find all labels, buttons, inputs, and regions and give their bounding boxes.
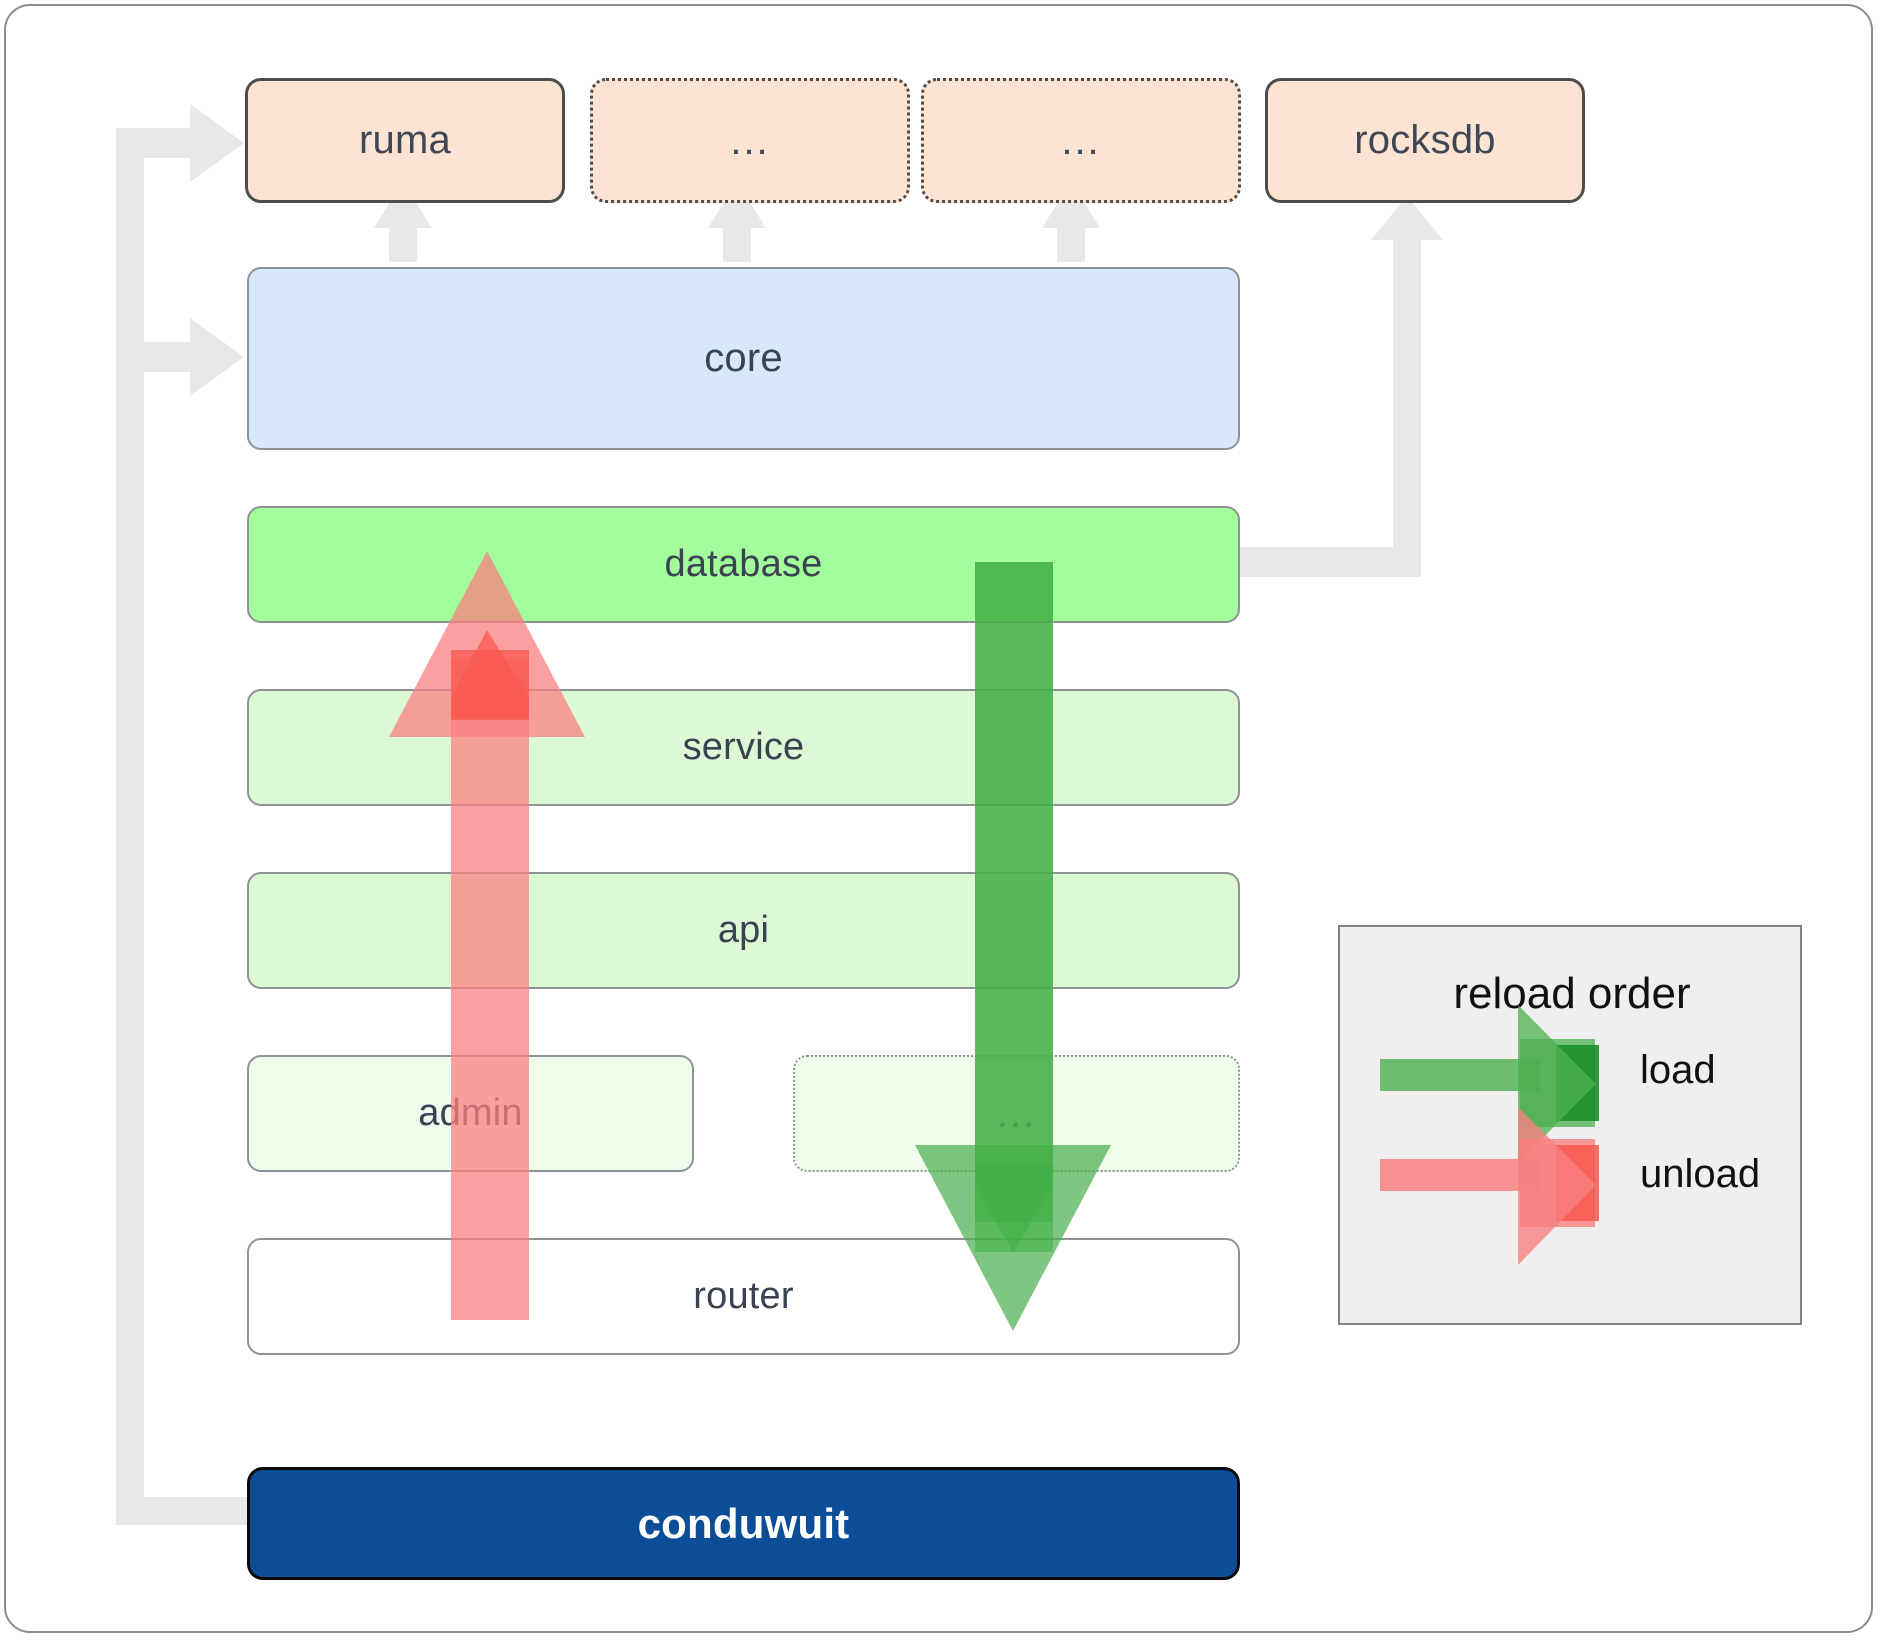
node-label-service: service (682, 726, 805, 768)
node-label-database: database (664, 543, 823, 585)
node-label-api: api (717, 909, 770, 951)
legend-label-load: load (1640, 1048, 1716, 1092)
load-arrow-icon (1380, 1005, 1599, 1163)
diagram-frame (4, 4, 1873, 1633)
node-service[interactable]: service (247, 689, 1240, 806)
legend-title: reload order (1453, 969, 1691, 1018)
dep-box-rocksdb[interactable]: rocksdb (1265, 78, 1585, 203)
legend-arrow-icons (1380, 1005, 1599, 1265)
dep-box-dots-1[interactable]: ... (590, 78, 910, 203)
node-api[interactable]: api (247, 872, 1240, 989)
dep-box-dots-2[interactable]: ... (921, 78, 1241, 203)
node-label-layer-dots: ... (996, 1091, 1037, 1136)
dep-label-rocksdb: rocksdb (1354, 118, 1496, 162)
node-router[interactable]: router (247, 1238, 1240, 1355)
node-database[interactable]: database (247, 506, 1240, 623)
node-label-admin: admin (418, 1092, 523, 1134)
legend-label-unload: unload (1640, 1152, 1761, 1196)
node-label-router: router (693, 1275, 794, 1317)
node-layer-dots[interactable]: ... (793, 1055, 1240, 1172)
dep-label-dots-1: ... (730, 118, 770, 163)
node-admin[interactable]: admin (247, 1055, 694, 1172)
node-label-core: core (704, 336, 783, 380)
node-label-conduwuit: conduwuit (637, 1499, 850, 1547)
legend-panel: reload order load unload (1338, 925, 1802, 1325)
dep-label-dots-2: ... (1061, 118, 1101, 163)
node-core[interactable]: core (247, 267, 1240, 450)
unload-arrow-icon (1380, 1107, 1599, 1265)
node-conduwuit[interactable]: conduwuit (247, 1467, 1240, 1580)
dep-box-ruma[interactable]: ruma (245, 78, 565, 203)
dep-label-ruma: ruma (359, 118, 451, 162)
